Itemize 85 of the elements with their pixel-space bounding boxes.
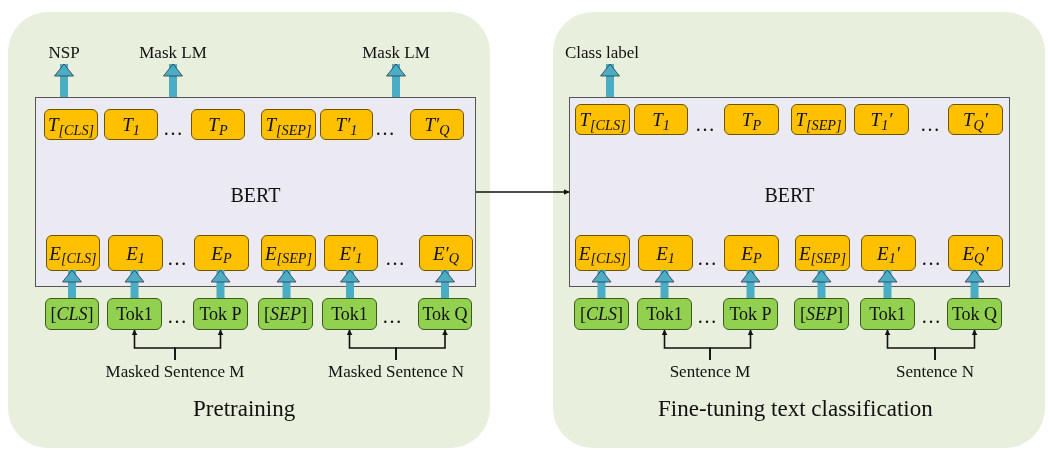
embedding-box: T$_{P}$ (191, 109, 245, 140)
block-arrow (210, 269, 231, 298)
block-arrow (811, 269, 832, 298)
ellipsis: … (385, 248, 405, 268)
ellipsis: … (375, 118, 395, 138)
ellipsis: … (920, 114, 940, 134)
block-arrow (964, 269, 985, 298)
embedding-box: E$_{[SEP]}$ (261, 235, 316, 271)
block-arrow (740, 269, 761, 298)
token-box: Tok Q (418, 298, 472, 330)
embedding-box: T$_{1}$ (634, 104, 688, 135)
arrow (934, 329, 978, 361)
token-box: Tok1 (322, 298, 377, 330)
ellipsis: … (382, 306, 402, 326)
embedding-box: T′$_{1}$ (320, 109, 373, 140)
block-arrow (62, 269, 82, 298)
panel-title: Fine-tuning text classification (658, 395, 933, 423)
embedding-box: T$_{1}$′ (854, 104, 909, 135)
segment-label: Masked Sentence M (80, 360, 270, 384)
embedding-box: E$_{[SEP]}$ (795, 235, 850, 271)
embedding-box: E$_{[CLS]}$ (46, 235, 100, 271)
token-box: Tok Q (947, 298, 1002, 330)
block-arrow (163, 63, 183, 97)
embedding-box: T$_{[CLS]}$ (44, 109, 98, 140)
segment-label: Sentence M (650, 360, 770, 384)
panel-title: Pretraining (193, 395, 296, 423)
block-arrow (54, 63, 74, 97)
embedding-box: T′$_{Q}$ (410, 109, 464, 140)
embedding-box: T$_{[SEP]}$ (791, 104, 846, 135)
embedding-box: E$_{1}$′ (861, 235, 916, 271)
ellipsis: … (167, 306, 187, 326)
token-box: [CLS] (574, 298, 629, 330)
ellipsis: … (697, 306, 717, 326)
embedding-box: E$_{1}$ (108, 235, 163, 271)
token-box: Tok1 (637, 298, 692, 330)
block-arrow (591, 269, 612, 298)
segment-label: Sentence N (878, 360, 992, 384)
embedding-box: T$_{[CLS]}$ (575, 104, 630, 135)
model-box (35, 97, 476, 287)
token-box: [SEP] (258, 298, 313, 330)
arrow (395, 329, 448, 361)
model-name: BERT (763, 183, 816, 208)
model-name: BERT (229, 183, 282, 208)
block-arrow (877, 269, 898, 298)
embedding-box: T$_{Q}$′ (948, 104, 1003, 135)
model-box (569, 97, 1010, 287)
token-box: [CLS] (45, 298, 99, 330)
embedding-box: T$_{P}$ (724, 104, 779, 135)
output-label: NSP (42, 42, 86, 64)
block-arrow (276, 269, 297, 298)
block-arrow (386, 63, 406, 97)
arrow (475, 189, 570, 195)
embedding-box: T$_{[SEP]}$ (261, 109, 316, 140)
embedding-box: E$_{1}$ (638, 235, 693, 271)
token-box: Tok1 (107, 298, 162, 330)
embedding-box: T$_{1}$ (104, 109, 158, 140)
block-arrow (340, 269, 360, 298)
panel-background (8, 12, 490, 448)
block-arrow (124, 269, 145, 298)
embedding-box: E$_{Q}$′ (948, 235, 1003, 271)
output-label: Mask LM (349, 42, 443, 64)
block-arrow (435, 269, 455, 298)
block-arrow (600, 63, 620, 97)
ellipsis: … (697, 248, 717, 268)
output-label: Class label (553, 42, 651, 64)
embedding-box: E′$_{Q}$ (419, 235, 473, 271)
token-box: [SEP] (794, 298, 849, 330)
embedding-box: E′$_{1}$ (324, 235, 378, 271)
ellipsis: … (695, 114, 715, 134)
output-label: Mask LM (126, 42, 220, 64)
token-box: Tok P (723, 298, 778, 330)
ellipsis: … (167, 248, 187, 268)
block-arrow (654, 269, 675, 298)
embedding-box: E$_{P}$ (194, 235, 249, 271)
arrow (709, 329, 754, 361)
token-box: Tok P (193, 298, 248, 330)
token-box: Tok1 (860, 298, 915, 330)
arrow (174, 329, 224, 361)
ellipsis: … (163, 118, 183, 138)
ellipsis: … (921, 248, 941, 268)
embedding-box: E$_{[CLS]}$ (575, 235, 630, 271)
ellipsis: … (921, 306, 941, 326)
embedding-box: E$_{P}$ (724, 235, 779, 271)
panel-background (553, 12, 1045, 448)
segment-label: Masked Sentence N (306, 360, 486, 384)
